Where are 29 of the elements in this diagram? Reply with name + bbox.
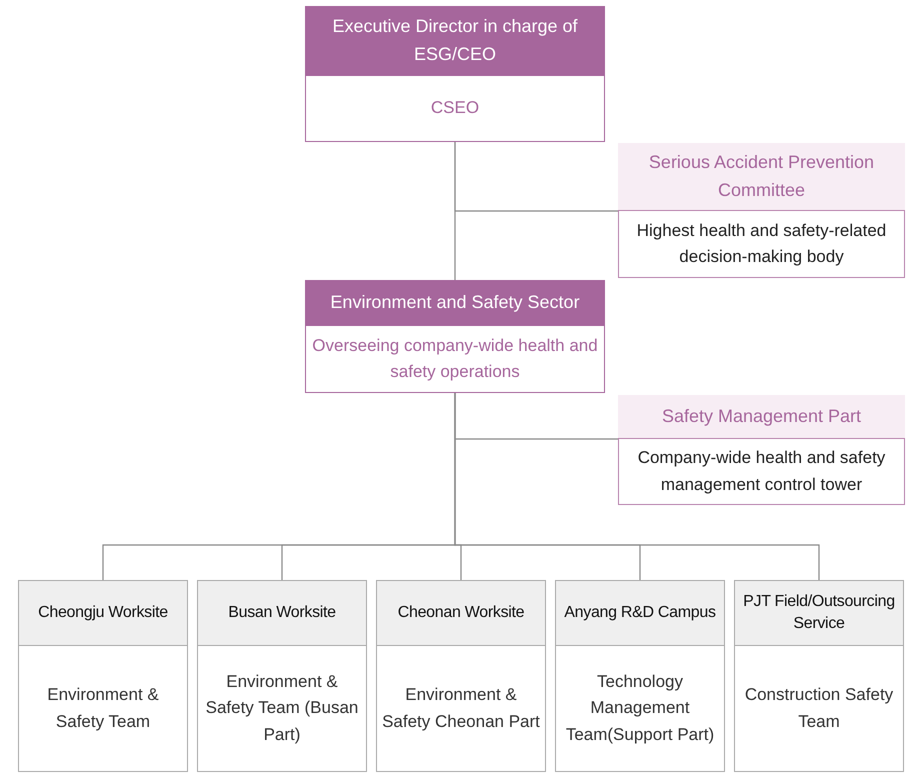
org-box: [618, 395, 905, 505]
unit-name: Executive Director in charge of ESG/CEO: [331, 15, 579, 66]
unit-role: Construction Safety Team: [744, 684, 894, 732]
unit-name: Busan Worksite: [228, 602, 336, 623]
unit-role: Environment & Safety Team (Busan Part): [204, 670, 360, 746]
org-box: [18, 580, 188, 772]
unit-name: Anyang R&D Campus: [564, 602, 716, 623]
unit-role: Overseeing company-wide health and safety operations: [312, 334, 598, 383]
unit-role: CSEO: [430, 97, 480, 120]
org-box: [376, 580, 546, 772]
unit-name: PJT Field/Outsourcing Service: [742, 592, 896, 634]
unit-name: Serious Accident Prevention Committee: [648, 150, 876, 202]
org-box: [618, 143, 905, 278]
org-box: [555, 580, 725, 772]
connector-line: [454, 393, 820, 580]
unit-name: Cheongju Worksite: [38, 602, 168, 623]
unit-name: Safety Management Part: [662, 404, 862, 428]
org-box: [197, 580, 367, 772]
unit-role: Environment & Safety Team: [46, 684, 160, 732]
unit-name: Cheonan Worksite: [398, 602, 524, 623]
unit-role: Environment & Safety Cheonan Part: [381, 684, 541, 732]
unit-role: Company-wide health and safety management control tower: [636, 447, 886, 496]
org-box: [305, 280, 605, 393]
connector-line: [454, 142, 456, 280]
org-box: [734, 580, 904, 772]
unit-role: Technology Management Team(Support Part): [564, 670, 716, 746]
unit-name: Environment and Safety Sector: [330, 291, 580, 314]
unit-role: Highest health and safety-related decision-making body: [636, 220, 888, 268]
org-box: [305, 6, 605, 142]
